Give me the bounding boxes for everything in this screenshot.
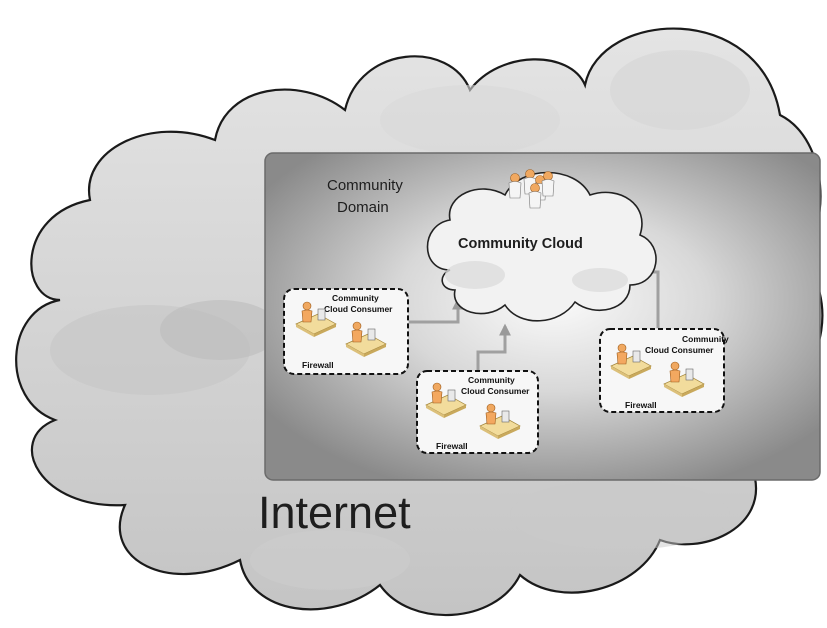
cloud-consumer-2: Community Cloud Consumer Firewall bbox=[416, 370, 539, 454]
cloud-consumer-3: Community Cloud Consumer Firewall bbox=[599, 328, 729, 413]
cloud-consumer-1-label-line2: Cloud Consumer bbox=[324, 304, 393, 314]
cloud-consumer-3-label-line1: Community bbox=[682, 334, 729, 344]
cloud-consumer-2-label-line2: Cloud Consumer bbox=[461, 386, 530, 396]
internet-label: Internet bbox=[258, 487, 411, 538]
community-cloud-label: Community Cloud bbox=[458, 236, 583, 252]
cloud-consumer-3-label-line2: Cloud Consumer bbox=[645, 345, 714, 355]
cloud-consumer-1-firewall-label: Firewall bbox=[302, 360, 334, 370]
cloud-consumer-1-label-line1: Community bbox=[332, 293, 379, 303]
arrow-consumer-1 bbox=[409, 297, 464, 324]
arrow-consumer-2 bbox=[476, 323, 511, 370]
community-domain-label-line1: Community bbox=[327, 177, 403, 194]
cloud-consumer-2-firewall-label: Firewall bbox=[436, 441, 468, 451]
community-domain-label-line2: Domain bbox=[337, 199, 389, 216]
cloud-consumer-1: Community Cloud Consumer Firewall bbox=[283, 288, 409, 375]
cloud-consumer-1-firewall-box bbox=[283, 288, 409, 375]
community-cloud: Community Cloud bbox=[426, 169, 657, 322]
cloud-consumer-3-firewall-label: Firewall bbox=[625, 400, 657, 410]
cloud-consumer-2-label-line1: Community bbox=[468, 375, 515, 385]
